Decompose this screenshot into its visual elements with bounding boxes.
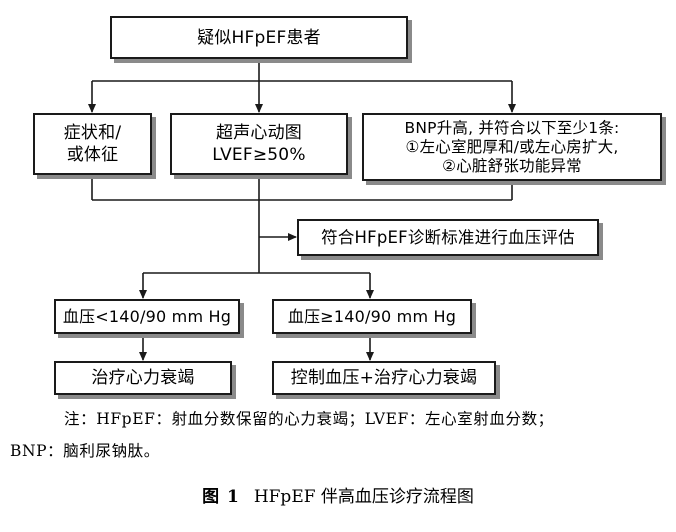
node-treat-heart-failure: 治疗心力衰竭 — [54, 361, 232, 395]
figure-label: 图 1 — [202, 487, 240, 507]
node-treat-hf-label: 治疗心力衰竭 — [91, 368, 195, 388]
figure-title: HFpEF 伴高血压诊疗流程图 — [253, 487, 474, 507]
node-bnp-line-1: BNP升高, 并符合以下至少1条: — [404, 118, 620, 137]
node-echocardiography: 超声心动图 LVEF≥50% — [170, 113, 348, 175]
node-control-bp-treat-hf: 控制血压+治疗心力衰竭 — [272, 361, 496, 395]
node-bp-above-threshold: 血压≥140/90 mm Hg — [272, 299, 472, 334]
node-bp-high-label: 血压≥140/90 mm Hg — [287, 306, 457, 326]
node-suspected-hfpef: 疑似HFpEF患者 — [110, 16, 408, 59]
node-bp-below-threshold: 血压<140/90 mm Hg — [54, 299, 240, 334]
node-bnp-line-2: ①左心室肥厚和/或左心房扩大, — [405, 137, 619, 156]
node-symptoms-line-2: 或体征 — [66, 145, 119, 165]
node-control-bp-label: 控制血压+治疗心力衰竭 — [290, 368, 478, 388]
node-symptoms-line-1: 症状和/ — [63, 123, 122, 143]
figure-note-line-2: BNP：脑利尿钠肽。 — [10, 442, 160, 460]
node-suspected-hfpef-label: 疑似HFpEF患者 — [197, 27, 321, 48]
node-symptoms-signs: 症状和/ 或体征 — [33, 113, 152, 175]
node-meets-hfpef-criteria: 符合HFpEF诊断标准进行血压评估 — [297, 219, 599, 256]
node-bnp-line-3: ②心脏舒张功能异常 — [442, 156, 582, 175]
node-echo-line-1: 超声心动图 — [216, 123, 302, 143]
node-bp-low-label: 血压<140/90 mm Hg — [62, 306, 232, 326]
node-echo-line-2: LVEF≥50% — [212, 145, 306, 165]
node-criteria-label: 符合HFpEF诊断标准进行血压评估 — [321, 227, 575, 247]
figure-caption: 图 1 HFpEF 伴高血压诊疗流程图 — [0, 482, 676, 507]
figure-note-line-1: 注：HFpEF：射血分数保留的心力衰竭；LVEF：左心室射血分数； — [64, 410, 554, 428]
node-bnp-criteria: BNP升高, 并符合以下至少1条: ①左心室肥厚和/或左心房扩大, ②心脏舒张功… — [362, 113, 662, 181]
